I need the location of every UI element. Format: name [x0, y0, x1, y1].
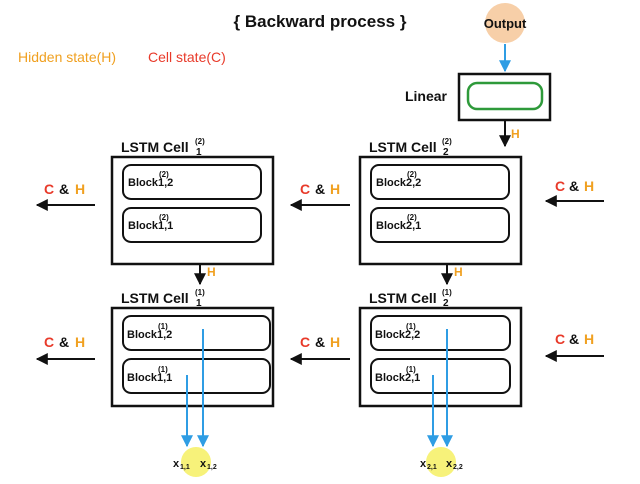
h-label: H [330, 181, 340, 197]
ch-label-top-left: C & H [44, 181, 85, 197]
block-label: Block1,1 [128, 220, 173, 232]
c-label: C [555, 331, 565, 347]
block-2-2 [370, 164, 510, 200]
block-superscript: (1) [158, 322, 168, 331]
amp-label: & [569, 178, 579, 194]
h-label: H [75, 181, 85, 197]
ch-label-bottom-right: C & H [555, 331, 594, 347]
output-node: Output [484, 3, 527, 43]
block-2-1 [370, 207, 510, 243]
lstm-cell-2-layer-1: LSTM Cell (1) 2 Block2,2 (1) Block2,1 (1… [358, 288, 523, 408]
ch-label-top-right: C & H [555, 178, 594, 194]
cell-subscript: 2 [443, 298, 449, 309]
x-letter: x [420, 458, 427, 470]
cell-subscript: 1 [196, 298, 202, 309]
block-2-1 [370, 358, 511, 394]
block-superscript: (2) [159, 213, 169, 222]
ch-label-bottom-left: C & H [44, 334, 85, 350]
amp-label: & [315, 181, 325, 197]
cell-subscript: 2 [443, 147, 449, 158]
block-1-2 [122, 315, 271, 351]
h-label-right: H [454, 265, 463, 279]
output-circle [485, 3, 525, 43]
amp-label: & [315, 334, 325, 350]
block-1-2 [122, 164, 262, 200]
block-label: Block2,2 [375, 329, 420, 341]
amp-label: & [569, 331, 579, 347]
c-label: C [555, 178, 565, 194]
block-superscript: (2) [159, 170, 169, 179]
h-label-left: H [207, 265, 216, 279]
cell-subscript: 1 [196, 147, 202, 158]
cell-superscript: (2) [195, 137, 205, 146]
block-superscript: (1) [406, 322, 416, 331]
h-label: H [75, 334, 85, 350]
output-label: Output [484, 16, 527, 31]
amp-label: & [59, 334, 69, 350]
cell-box [358, 155, 523, 266]
cell-box [358, 306, 523, 408]
h-label: H [584, 331, 594, 347]
block-1-1 [122, 207, 262, 243]
block-label: Block2,1 [375, 372, 420, 384]
x-letter: x [200, 458, 207, 470]
block-superscript: (2) [407, 213, 417, 222]
input-x21: x 2,1 [420, 458, 437, 471]
cell-superscript: (1) [442, 288, 452, 297]
input-circle-right [426, 447, 456, 477]
input-circle-left [181, 447, 211, 477]
legend-hidden-state: Hidden state(H) [18, 49, 116, 65]
linear-box [457, 72, 552, 122]
block-superscript: (2) [407, 170, 417, 179]
linear-label: Linear [405, 88, 448, 104]
diagram-title: { Backward process } [234, 12, 407, 31]
x-letter: x [173, 458, 180, 470]
c-label: C [300, 334, 310, 350]
block-label: Block1,1 [127, 372, 172, 384]
cell-superscript: (1) [195, 288, 205, 297]
input-x11: x 1,1 [173, 458, 190, 471]
cell-title: LSTM Cell [369, 139, 437, 155]
cell-superscript: (2) [442, 137, 452, 146]
block-2-2 [370, 315, 511, 351]
cell-title: LSTM Cell [369, 290, 437, 306]
h-label: H [330, 334, 340, 350]
x-subscript: 1,2 [207, 464, 217, 471]
c-label: C [44, 334, 54, 350]
block-superscript: (1) [158, 365, 168, 374]
cell-box [110, 306, 275, 408]
lstm-cell-1-layer-1: LSTM Cell (1) 1 Block1,2 (1) Block1,1 (1… [110, 288, 275, 408]
lstm-cell-2-layer-2: LSTM Cell (2) 2 Block2,2 (2) Block2,1 (2… [358, 137, 523, 266]
ch-label-top-middle: C & H [300, 181, 340, 197]
amp-label: & [59, 181, 69, 197]
cell-title: LSTM Cell [121, 290, 189, 306]
block-1-1 [122, 358, 271, 394]
x-subscript: 2,1 [427, 464, 437, 471]
c-label: C [44, 181, 54, 197]
c-label: C [300, 181, 310, 197]
x-subscript: 1,1 [180, 464, 190, 471]
x-letter: x [446, 458, 453, 470]
block-superscript: (1) [406, 365, 416, 374]
block-label: Block2,2 [376, 177, 421, 189]
input-x12: x 1,2 [200, 458, 217, 471]
cell-title: LSTM Cell [121, 139, 189, 155]
block-label: Block2,1 [376, 220, 421, 232]
x-subscript: 2,2 [453, 464, 463, 471]
cell-box [110, 155, 275, 266]
input-x22: x 2,2 [446, 458, 463, 471]
block-label: Block1,2 [128, 177, 173, 189]
h-label-linear: H [511, 127, 520, 141]
legend-cell-state: Cell state(C) [148, 49, 226, 65]
linear-inner-block [466, 81, 544, 111]
linear-layer: Linear [405, 72, 552, 122]
ch-label-bottom-middle: C & H [300, 334, 340, 350]
h-label: H [584, 178, 594, 194]
block-label: Block1,2 [127, 329, 172, 341]
lstm-cell-1-layer-2: LSTM Cell (2) 1 Block1,2 (2) Block1,1 (2… [110, 137, 275, 266]
